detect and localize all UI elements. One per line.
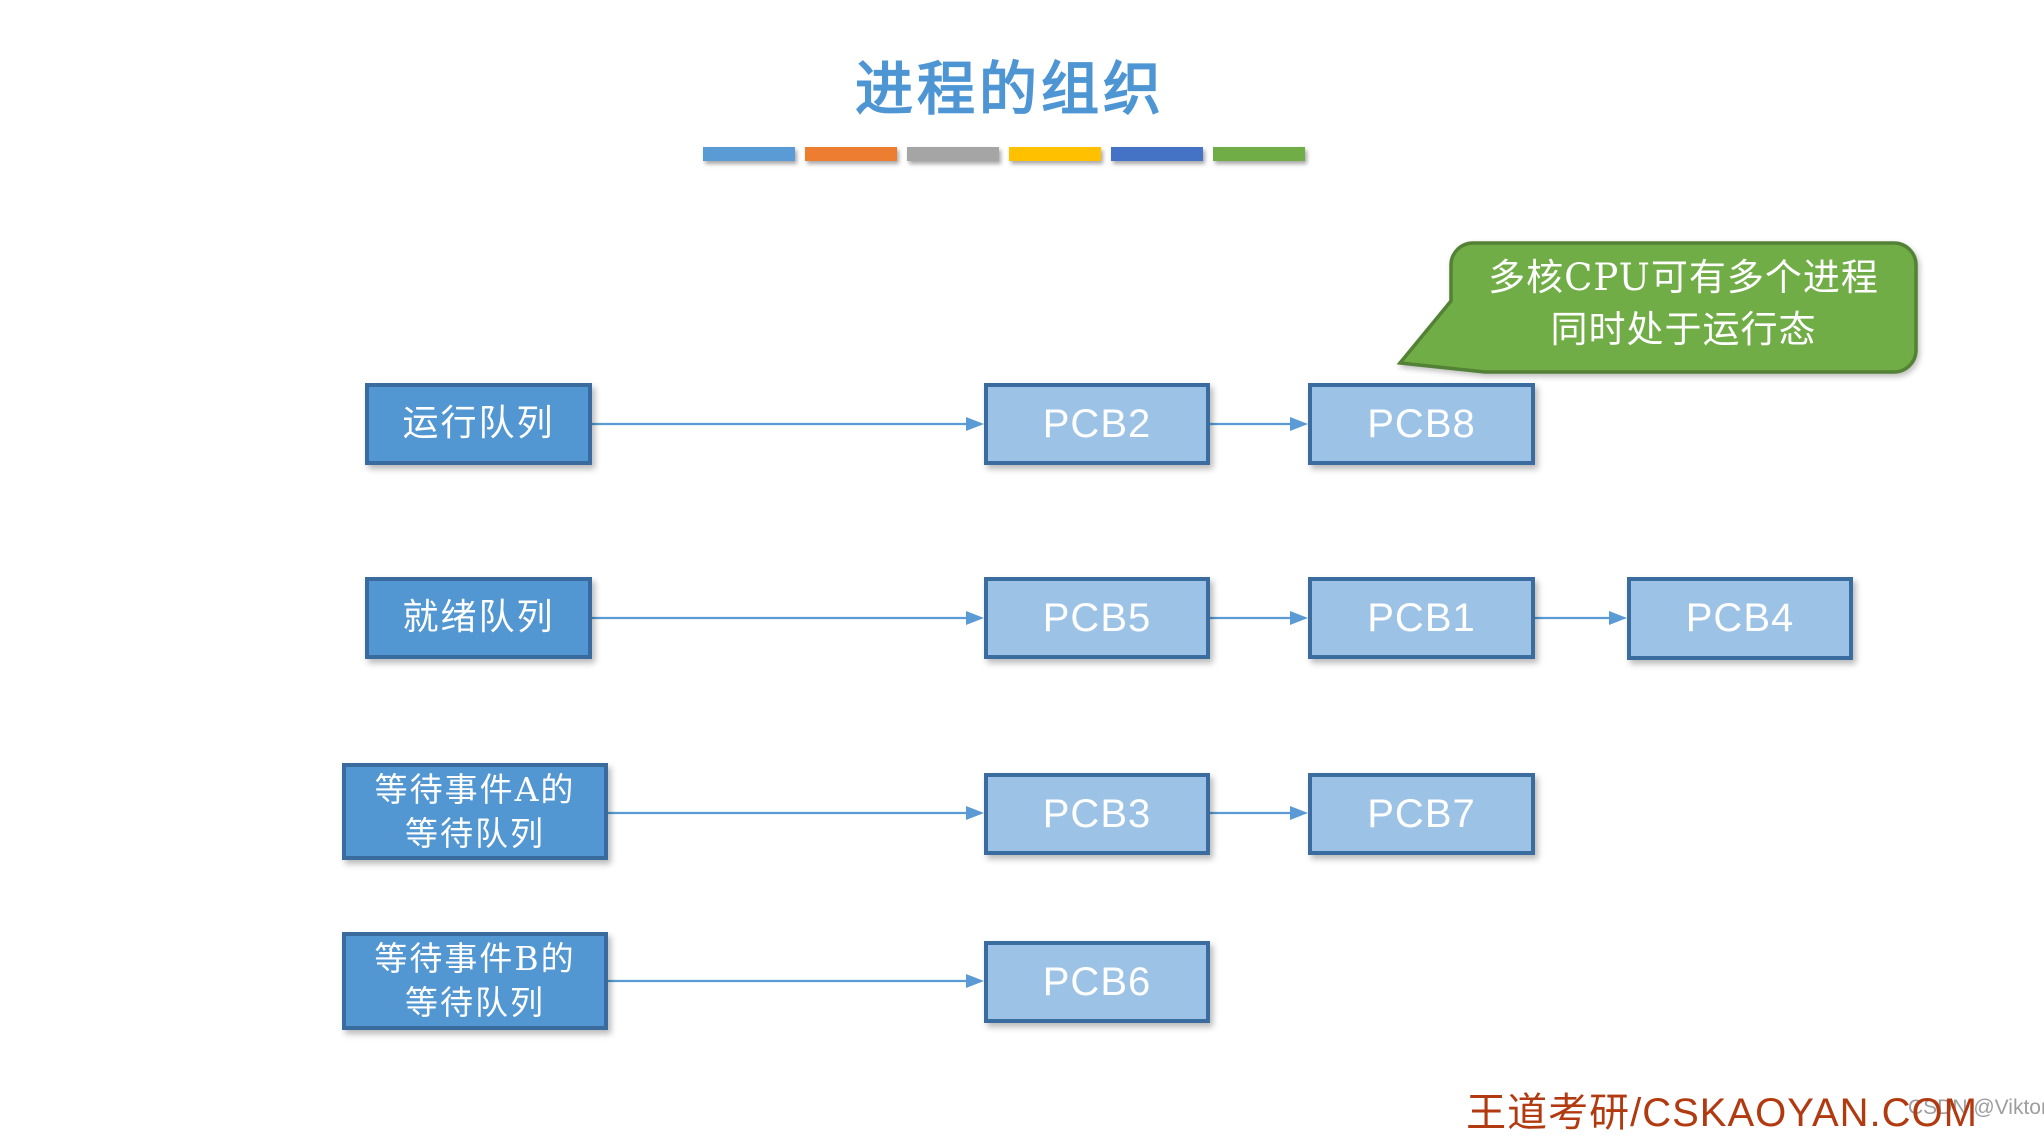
accent-bar-gray [907, 147, 999, 161]
queue-box-label: 等待事件B的 [374, 939, 576, 979]
connector-arrowhead [966, 806, 984, 820]
connector-arrowhead [1290, 417, 1308, 431]
pcb-node-5: PCB5 [984, 577, 1210, 659]
pcb-node-6: PCB6 [984, 941, 1210, 1023]
pcb-node-7: PCB7 [1308, 773, 1535, 855]
queue-box-label: 等待事件A的 [374, 769, 576, 809]
pcb-node-8: PCB8 [1308, 383, 1535, 465]
accent-bar-gold [1009, 147, 1101, 161]
queue-box-label: 等待队列 [405, 983, 545, 1022]
csdn-watermark: CSDN @Viktoriae [1908, 1096, 2044, 1119]
pcb-node-1: PCB1 [1308, 577, 1535, 659]
queue-box-label: 就绪队列 [402, 597, 555, 639]
accent-bar-green [1213, 147, 1305, 161]
slide-title: 进程的组织 [854, 55, 1165, 123]
queue-box-running: 运行队列 [365, 383, 592, 465]
queue-box-label: 运行队列 [402, 403, 555, 445]
connector-arrowhead [966, 611, 984, 625]
connector-arrowhead [1290, 611, 1308, 625]
pcb-node-3: PCB3 [984, 773, 1210, 855]
callout-line-2: 同时处于运行态 [1550, 307, 1817, 351]
pcb-node-2: PCB2 [984, 383, 1210, 465]
queue-box-label: 等待队列 [405, 813, 545, 853]
brand-watermark: 王道考研/CSKAOYAN.COM [1466, 1091, 1978, 1135]
connector-arrowhead [966, 417, 984, 431]
callout-bubble-shape [1396, 241, 1918, 374]
queue-box-waiting-a: 等待事件A的 等待队列 [342, 763, 608, 860]
accent-bar-orange [805, 147, 897, 161]
accent-bar-darkblue [1111, 147, 1203, 161]
queue-box-waiting-b: 等待事件B的 等待队列 [342, 932, 608, 1030]
accent-bars [703, 147, 1305, 161]
callout-line-1: 多核CPU可有多个进程 [1488, 256, 1879, 299]
pcb-node-4: PCB4 [1627, 577, 1853, 660]
connector-arrowhead [966, 974, 984, 988]
accent-bar-blue [703, 147, 795, 161]
queue-box-ready: 就绪队列 [365, 577, 592, 659]
connector-arrowhead [1290, 806, 1308, 820]
connector-arrowhead [1609, 611, 1627, 625]
callout-text: 多核CPU可有多个进程 同时处于运行态 [1451, 252, 1916, 356]
callout-bubble [1396, 241, 1918, 374]
